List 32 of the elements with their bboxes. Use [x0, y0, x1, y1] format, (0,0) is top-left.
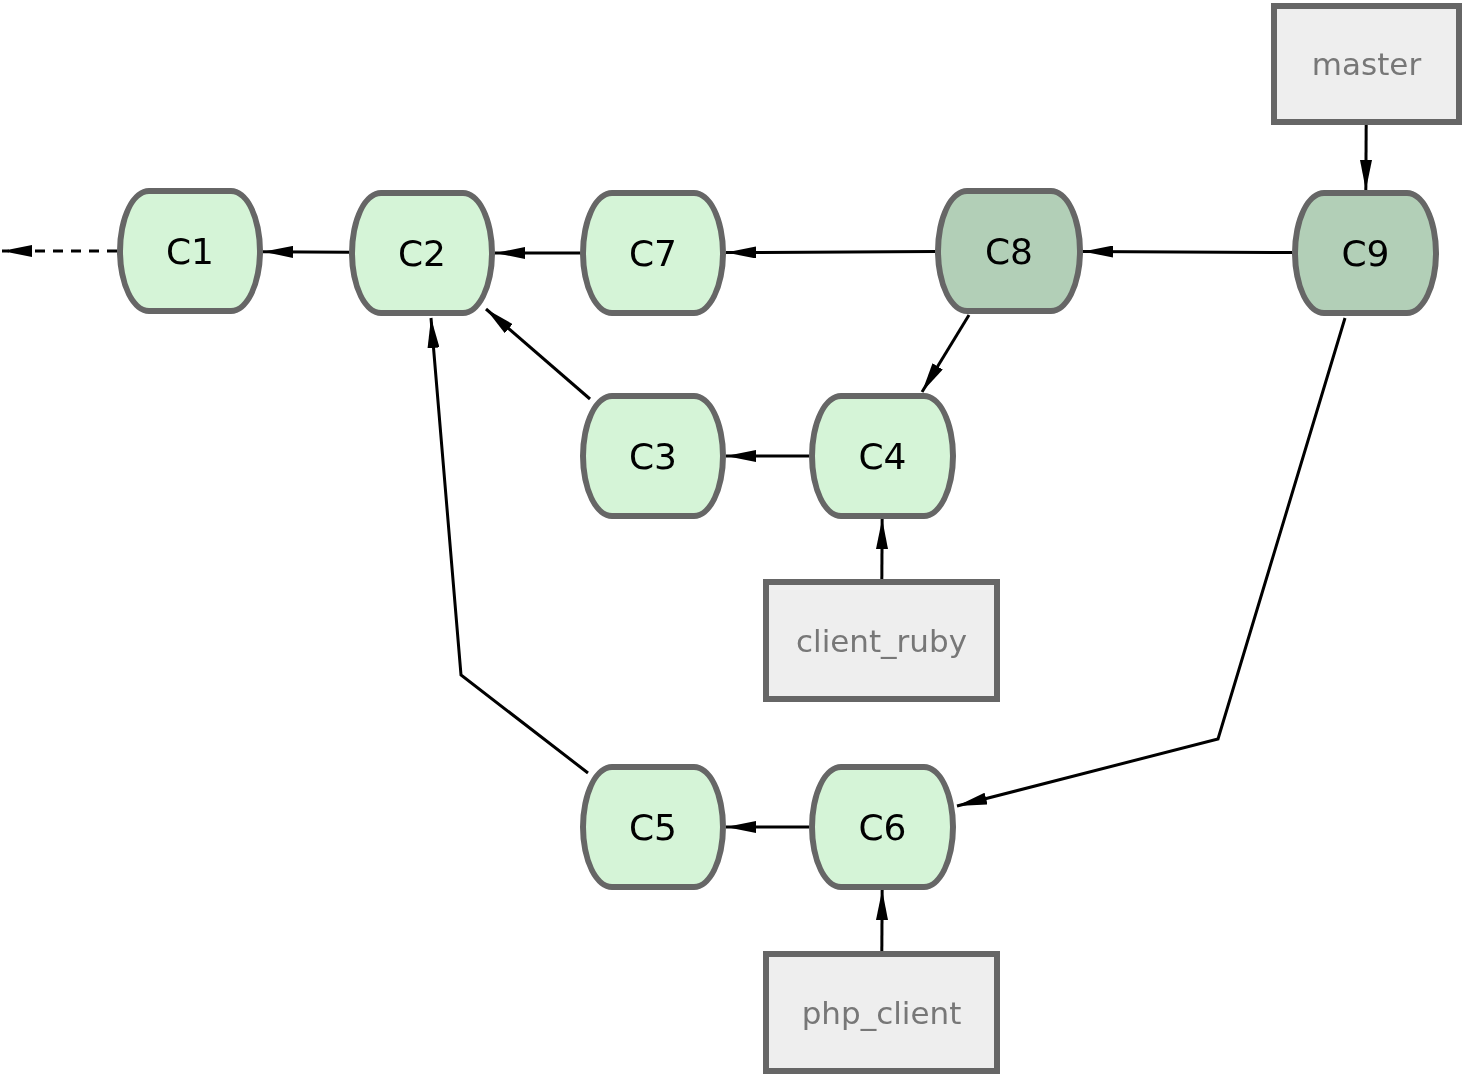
arrow [495, 247, 580, 259]
commit-node [349, 190, 495, 316]
commit-id: C2 [397, 232, 446, 274]
arrow [876, 519, 888, 579]
commit-node [580, 764, 726, 890]
arrow [1083, 245, 1292, 258]
commit-id: C9 [1341, 232, 1390, 274]
commit-id: C3 [628, 435, 677, 477]
commit-id: C1 [165, 230, 214, 272]
commit-id: C6 [858, 806, 907, 848]
arrow [726, 821, 809, 833]
commit-node [580, 393, 726, 519]
branch-label-box [763, 579, 1000, 702]
arrow [956, 317, 1347, 808]
arrow [485, 307, 591, 401]
branch-name: php_client [801, 994, 962, 1031]
arrow [726, 246, 935, 259]
commit-id: C7 [628, 232, 677, 274]
arrow [263, 245, 349, 258]
arrow [2, 245, 117, 257]
branch-label-box [763, 951, 1000, 1074]
branch-name: master [1311, 46, 1422, 82]
arrow [876, 890, 888, 951]
commit-id: C5 [628, 806, 677, 848]
commit-id: C8 [984, 230, 1033, 272]
arrow [920, 314, 971, 393]
branch-label-box [1271, 3, 1462, 125]
arrow [1360, 125, 1372, 190]
arrow [726, 450, 809, 462]
branch-name: client_ruby [795, 622, 968, 659]
commit-id: C4 [858, 435, 907, 477]
arrow [427, 317, 589, 775]
